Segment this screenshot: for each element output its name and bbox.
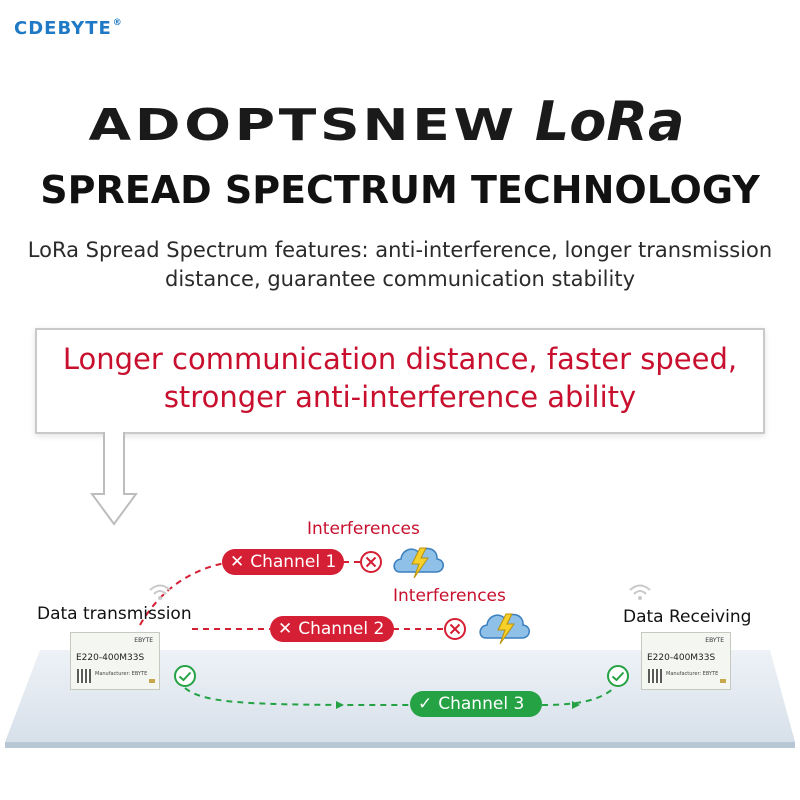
- channel-2-pill: ✕Channel 2: [270, 616, 394, 642]
- channel-1-pill: ✕Channel 1: [222, 549, 344, 575]
- circle-x-icon: [360, 551, 382, 573]
- solder-pad: [149, 679, 155, 683]
- brand-name: CDEBYTE: [14, 18, 112, 39]
- check-icon: ✓: [418, 694, 433, 714]
- storm-cloud-icon: [479, 613, 530, 645]
- qr-code-icon: [648, 669, 662, 683]
- channel-3-label: Channel 3: [438, 694, 525, 714]
- subtitle-line-1: LoRa Spread Spectrum features: anti-inte…: [27, 238, 773, 262]
- callout-box: [35, 328, 765, 434]
- subtitle: LoRa Spread Spectrum features: anti-inte…: [0, 236, 800, 294]
- channel-3-pill: ✓Channel 3: [410, 691, 542, 717]
- module-brand: EBYTE: [705, 637, 724, 644]
- headline-word-adopts: ADOPTS: [88, 100, 364, 151]
- headline-line-1: ADOPTS NEW LoRa: [0, 90, 800, 153]
- brand-logo: CDEBYTE®: [14, 18, 123, 39]
- module-model: E220-400M33S: [76, 653, 145, 663]
- receiver-label: Data Receiving: [623, 607, 752, 627]
- callout-line-1: Longer communication distance, faster sp…: [62, 342, 738, 376]
- circle-x-icon: [444, 618, 466, 640]
- channel-2-label: Channel 2: [298, 619, 385, 639]
- storm-cloud-icon: [393, 547, 444, 579]
- receiver-module: EBYTE E220-400M33S Manufacturer: EBYTE: [641, 632, 731, 690]
- headline-word-lora: LoRa: [534, 90, 685, 153]
- circle-check-icon: [607, 665, 629, 687]
- callout-line-2: stronger anti-interference ability: [163, 380, 637, 414]
- qr-code-icon: [77, 669, 91, 683]
- interference-label-2: Interferences: [393, 586, 506, 606]
- wifi-icon: [629, 584, 651, 600]
- module-model: E220-400M33S: [647, 653, 716, 663]
- cross-icon: ✕: [278, 619, 293, 639]
- callout-text: Longer communication distance, faster sp…: [35, 340, 765, 416]
- subtitle-line-2: distance, guarantee communication stabil…: [164, 267, 636, 291]
- headline-word-new: NEW: [362, 100, 518, 151]
- interference-label-1: Interferences: [307, 519, 420, 539]
- channel-1-label: Channel 1: [250, 552, 337, 572]
- solder-pad: [720, 679, 726, 683]
- sender-label: Data transmission: [37, 604, 192, 624]
- down-arrow-icon: [90, 432, 138, 526]
- headline-line-2: SPREAD SPECTRUM TECHNOLOGY: [40, 168, 760, 212]
- wifi-icon: [149, 584, 171, 600]
- module-brand: EBYTE: [134, 637, 153, 644]
- registered-mark: ®: [112, 18, 123, 28]
- cross-icon: ✕: [230, 552, 245, 572]
- circle-check-icon: [174, 665, 196, 687]
- ground-plane: [5, 650, 795, 748]
- sender-module: EBYTE E220-400M33S Manufacturer: EBYTE: [70, 632, 160, 690]
- module-manufacturer: Manufacturer: EBYTE: [666, 671, 719, 677]
- module-manufacturer: Manufacturer: EBYTE: [95, 671, 148, 677]
